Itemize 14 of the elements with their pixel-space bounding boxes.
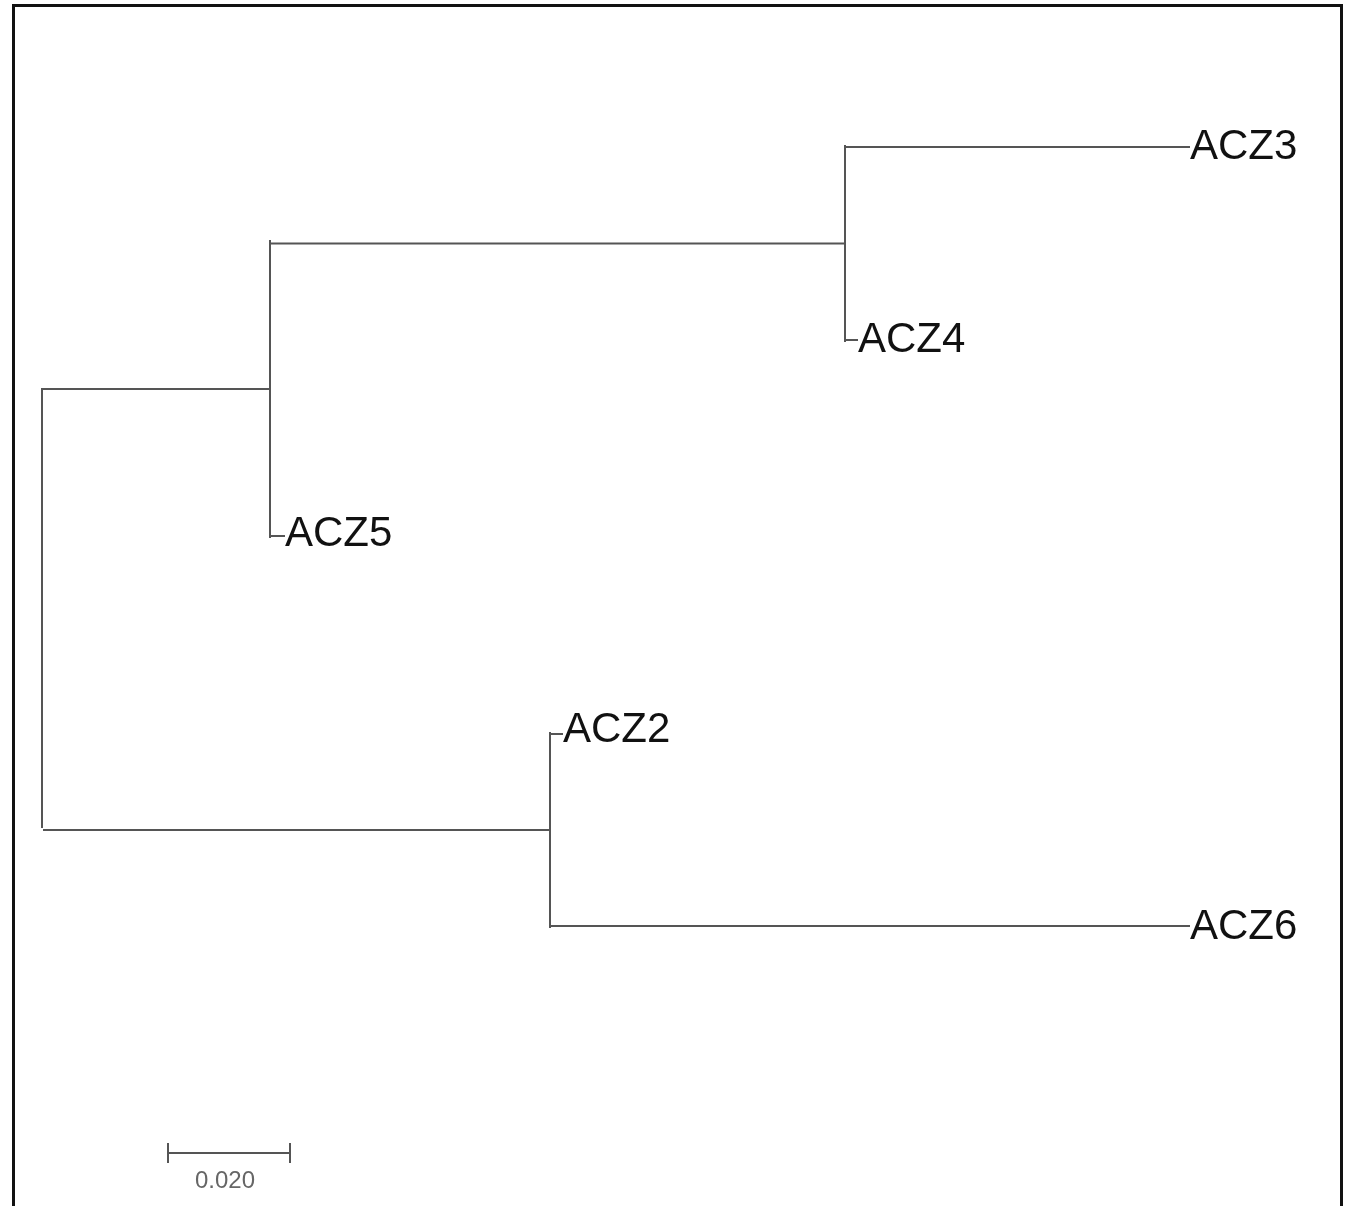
branch-line <box>270 535 286 537</box>
taxon-label: ACZ6 <box>1190 901 1298 949</box>
branch-line <box>845 146 1191 148</box>
taxon-label: ACZ4 <box>858 314 966 362</box>
branch-line <box>550 925 1191 927</box>
taxon-label: ACZ5 <box>285 508 393 556</box>
branch-line <box>42 829 550 831</box>
branch-line <box>845 339 859 341</box>
taxon-label: ACZ3 <box>1190 121 1298 169</box>
taxon-label: ACZ2 <box>563 704 671 752</box>
scale-value: 0.020 <box>195 1166 256 1194</box>
branch-line <box>550 733 564 735</box>
branch-line <box>42 388 270 390</box>
branch-line <box>270 242 845 245</box>
